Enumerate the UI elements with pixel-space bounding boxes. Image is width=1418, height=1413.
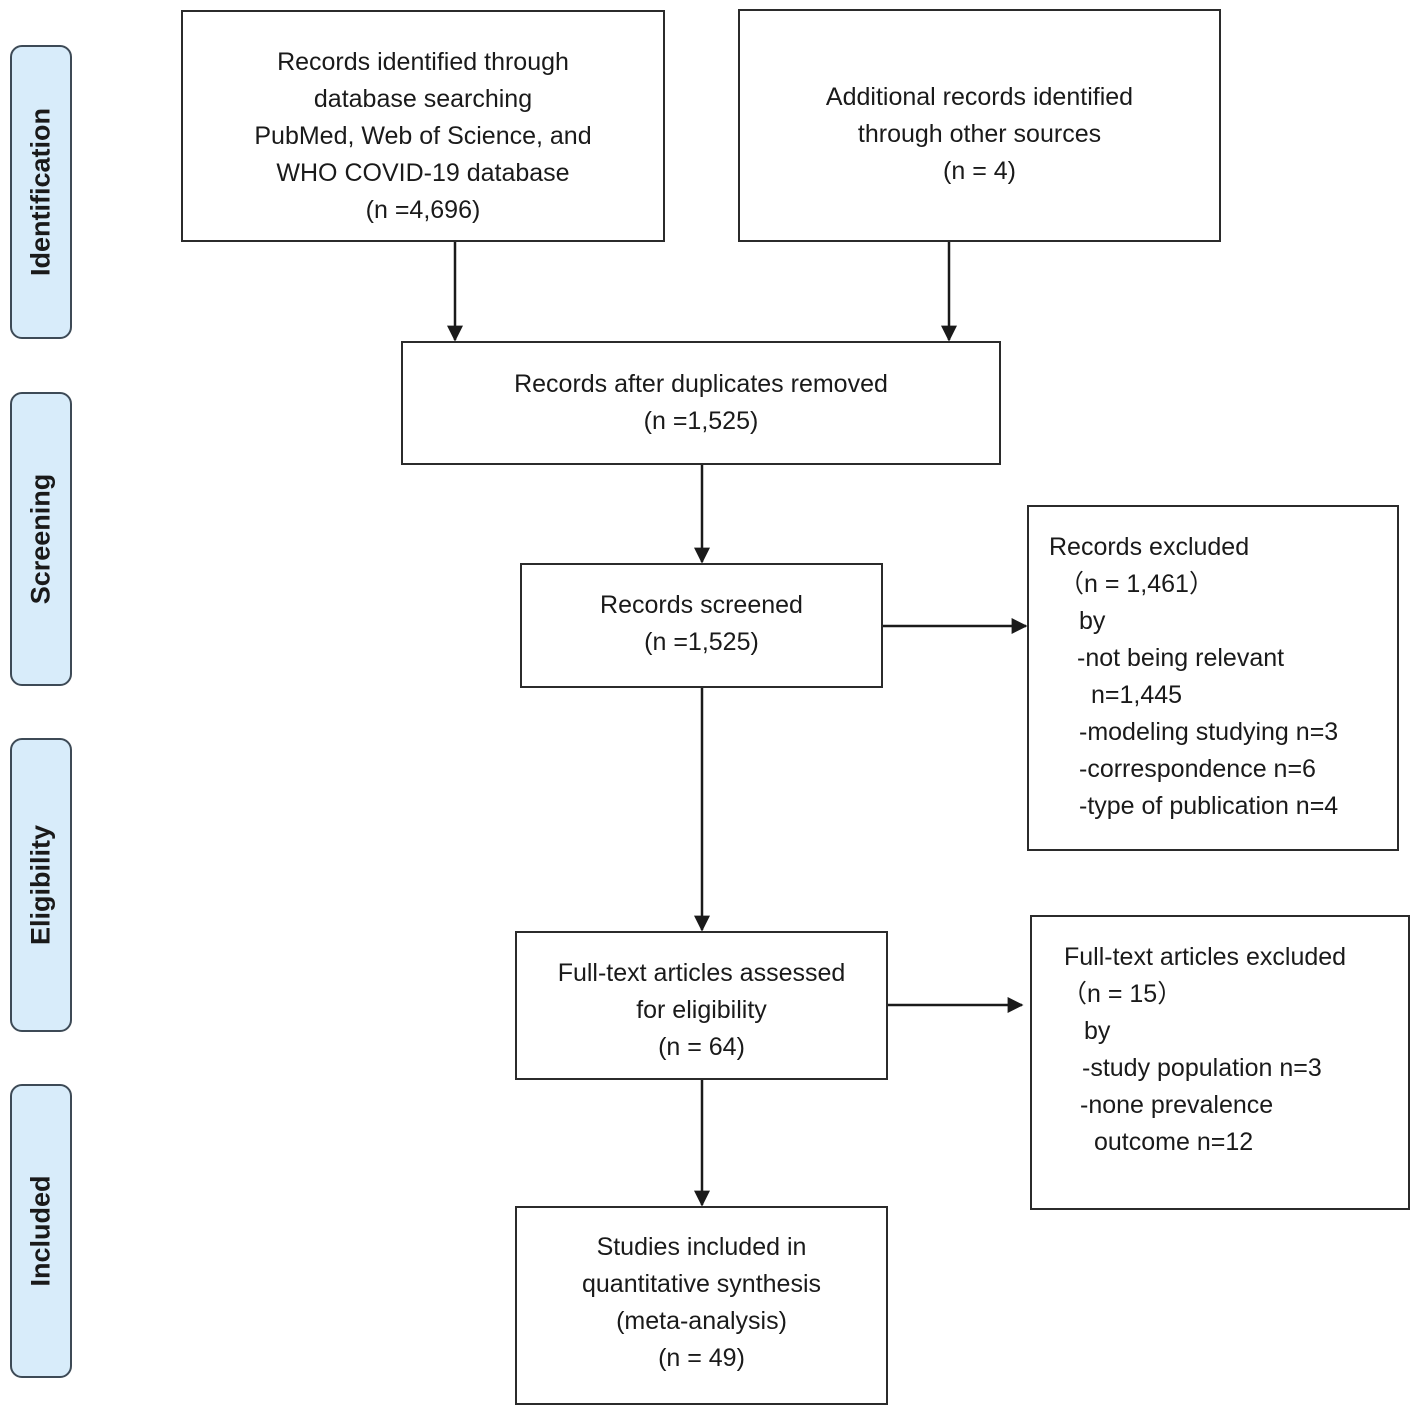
included-studies-box: Studies included in quantitative synthes… (515, 1206, 888, 1405)
box-text-line: Full-text articles excluded (1064, 943, 1347, 971)
box-text-line: quantitative synthesis (581, 1270, 822, 1298)
records-excluded-box: Records excluded （n = 1,461） by -not bei… (1027, 505, 1399, 851)
box-text-line: -type of publication n=4 (1079, 792, 1339, 820)
stage-included: Included (10, 1084, 72, 1378)
box-text-line: -not being relevant (1077, 644, 1285, 672)
box-count: （n = 15） (1062, 980, 1183, 1008)
box-text-line: -modeling studying n=3 (1079, 718, 1339, 746)
box-text-line: Studies included in (596, 1233, 807, 1261)
box-text-line: -correspondence n=6 (1079, 755, 1316, 783)
after-duplicates-box: Records after duplicates removed (n =1,5… (401, 341, 1001, 465)
box-count: (n = 64) (658, 1033, 745, 1061)
box-count: (n = 49) (658, 1344, 745, 1372)
box-text-line: -study population n=3 (1082, 1054, 1322, 1082)
box-text-line: Records screened (600, 591, 803, 619)
database-records-box: Records identified through database sear… (181, 10, 665, 242)
box-count: (n =4,696) (365, 196, 481, 224)
box-text-line: (meta-analysis) (616, 1307, 787, 1335)
box-count: (n =1,525) (644, 628, 759, 656)
box-text-line: by (1079, 607, 1106, 635)
box-text-line: for eligibility (636, 996, 767, 1024)
box-text-line: database searching (313, 85, 533, 113)
box-text-line: Records identified through (277, 48, 569, 76)
box-text-line: through other sources (857, 120, 1102, 148)
box-text-line: Records excluded (1049, 533, 1250, 561)
box-count: (n = 4) (943, 157, 1016, 185)
records-screened-box: Records screened (n =1,525) (520, 563, 883, 688)
box-text-line: -none prevalence (1080, 1091, 1274, 1119)
stage-eligibility: Eligibility (10, 738, 72, 1032)
box-text-line: n=1,445 (1091, 681, 1183, 709)
stage-screening: Screening (10, 392, 72, 686)
box-text-line: WHO COVID-19 database (276, 159, 570, 187)
box-count: (n =1,525) (643, 407, 759, 435)
other-sources-box: Additional records identified through ot… (738, 9, 1221, 242)
box-text-line: Additional records identified (825, 83, 1134, 111)
stage-identification: Identification (10, 45, 72, 339)
box-text-line: PubMed, Web of Science, and (254, 122, 592, 150)
fulltext-excluded-box: Full-text articles excluded （n = 15） by … (1030, 915, 1410, 1210)
fulltext-assessed-box: Full-text articles assessed for eligibil… (515, 931, 888, 1080)
box-text-line: by (1084, 1017, 1111, 1045)
box-text-line: outcome n=12 (1094, 1128, 1254, 1156)
box-text-line: Records after duplicates removed (514, 370, 888, 398)
box-text-line: Full-text articles assessed (557, 959, 846, 987)
box-count: （n = 1,461） (1059, 570, 1214, 598)
